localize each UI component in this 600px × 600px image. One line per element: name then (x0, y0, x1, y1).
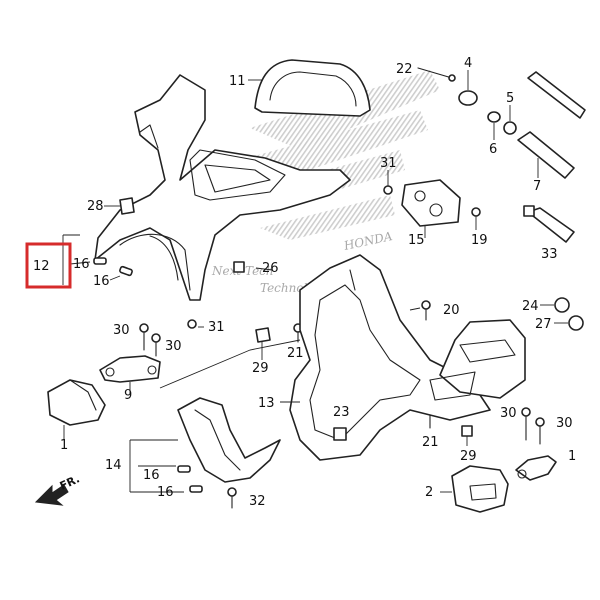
front-direction-arrow: FR. (34, 472, 82, 506)
highlight-box (25, 242, 72, 289)
callout-labels: 11 22 4 5 6 7 31 28 15 19 33 12 16 16 26… (33, 56, 576, 509)
part-16-pad-a (93, 257, 107, 265)
callout-16-d: 16 (157, 485, 174, 500)
part-29-clip-b (461, 425, 473, 446)
callout-12: 12 (33, 259, 50, 274)
part-31-screw-upper (383, 170, 393, 195)
part-28-clip (104, 197, 135, 215)
callout-16-c: 16 (143, 468, 160, 483)
callout-5: 5 (506, 91, 514, 106)
part-24-nut (554, 297, 570, 313)
callout-2: 2 (425, 485, 433, 500)
part-16-pad-d (189, 485, 203, 493)
callout-30-a: 30 (113, 323, 130, 338)
part-stay-right (515, 455, 557, 481)
callout-4: 4 (464, 56, 472, 71)
direction-label: FR. (58, 472, 82, 492)
callout-16-b: 16 (93, 274, 110, 289)
callout-13: 13 (258, 396, 275, 411)
part-30-bolt-c (521, 407, 531, 441)
part-31-screw-lower (187, 319, 197, 329)
callout-33: 33 (541, 247, 558, 262)
callout-29-b: 29 (460, 449, 477, 464)
part-9-stay (99, 355, 161, 394)
callout-28: 28 (87, 199, 104, 214)
callout-31-lower: 31 (208, 320, 225, 335)
part-19-screw (471, 207, 481, 230)
part-12-front-inner-cover (94, 74, 351, 301)
part-16-pad-b (119, 265, 133, 277)
part-26-bracket (233, 261, 245, 273)
part-5-nut (503, 105, 517, 135)
callout-9: 9 (124, 388, 132, 403)
callout-26: 26 (262, 261, 279, 276)
part-rod-top (527, 71, 586, 119)
callout-1-left: 1 (60, 438, 68, 453)
part-2-lamp-right (451, 465, 509, 513)
part-1-lamp-left (47, 379, 106, 440)
callout-20: 20 (443, 303, 460, 318)
callout-30-d: 30 (556, 416, 573, 431)
part-20-screw (421, 300, 431, 321)
part-7-rod (517, 131, 575, 179)
part-23-clip (333, 427, 347, 441)
callout-19: 19 (471, 233, 488, 248)
part-11-meter-visor (254, 59, 371, 117)
callout-16-a: 16 (73, 257, 90, 272)
part-15-bracket (401, 179, 461, 238)
part-33-bolt (523, 205, 575, 243)
leader-lines (62, 79, 568, 493)
part-30-bolt-b (151, 333, 161, 357)
watermark-brand: HONDA (342, 229, 394, 253)
callout-1-right: 1 (568, 449, 576, 464)
part-30-bolt-a (139, 323, 149, 351)
callout-15: 15 (408, 233, 425, 248)
part-30-bolt-d (535, 417, 545, 445)
part-32-screw (227, 487, 237, 509)
callout-29-a: 29 (252, 361, 269, 376)
callout-7: 7 (533, 179, 541, 194)
callout-11: 11 (229, 74, 246, 89)
callout-30-b: 30 (165, 339, 182, 354)
callout-21-a: 21 (287, 346, 304, 361)
callout-14: 14 (105, 458, 122, 473)
callout-23: 23 (333, 405, 350, 420)
callout-21-b: 21 (422, 435, 439, 450)
part-pocket-box (429, 319, 526, 401)
part-29-clip-a (255, 327, 271, 360)
part-14-lower-cover (177, 397, 281, 483)
part-13-lower-inner-cover (289, 254, 491, 461)
part-22-screw (417, 67, 456, 82)
part-16-pad-c (177, 465, 191, 473)
callout-22: 22 (396, 62, 413, 77)
part-6-washer (487, 111, 501, 140)
callout-31-upper: 31 (380, 156, 397, 171)
part-27-nut (568, 315, 584, 331)
callout-27: 27 (535, 317, 552, 332)
callout-30-c: 30 (500, 406, 517, 421)
callout-6: 6 (489, 142, 497, 157)
callout-32: 32 (249, 494, 266, 509)
callout-24: 24 (522, 299, 539, 314)
part-4-grommet (458, 70, 478, 106)
